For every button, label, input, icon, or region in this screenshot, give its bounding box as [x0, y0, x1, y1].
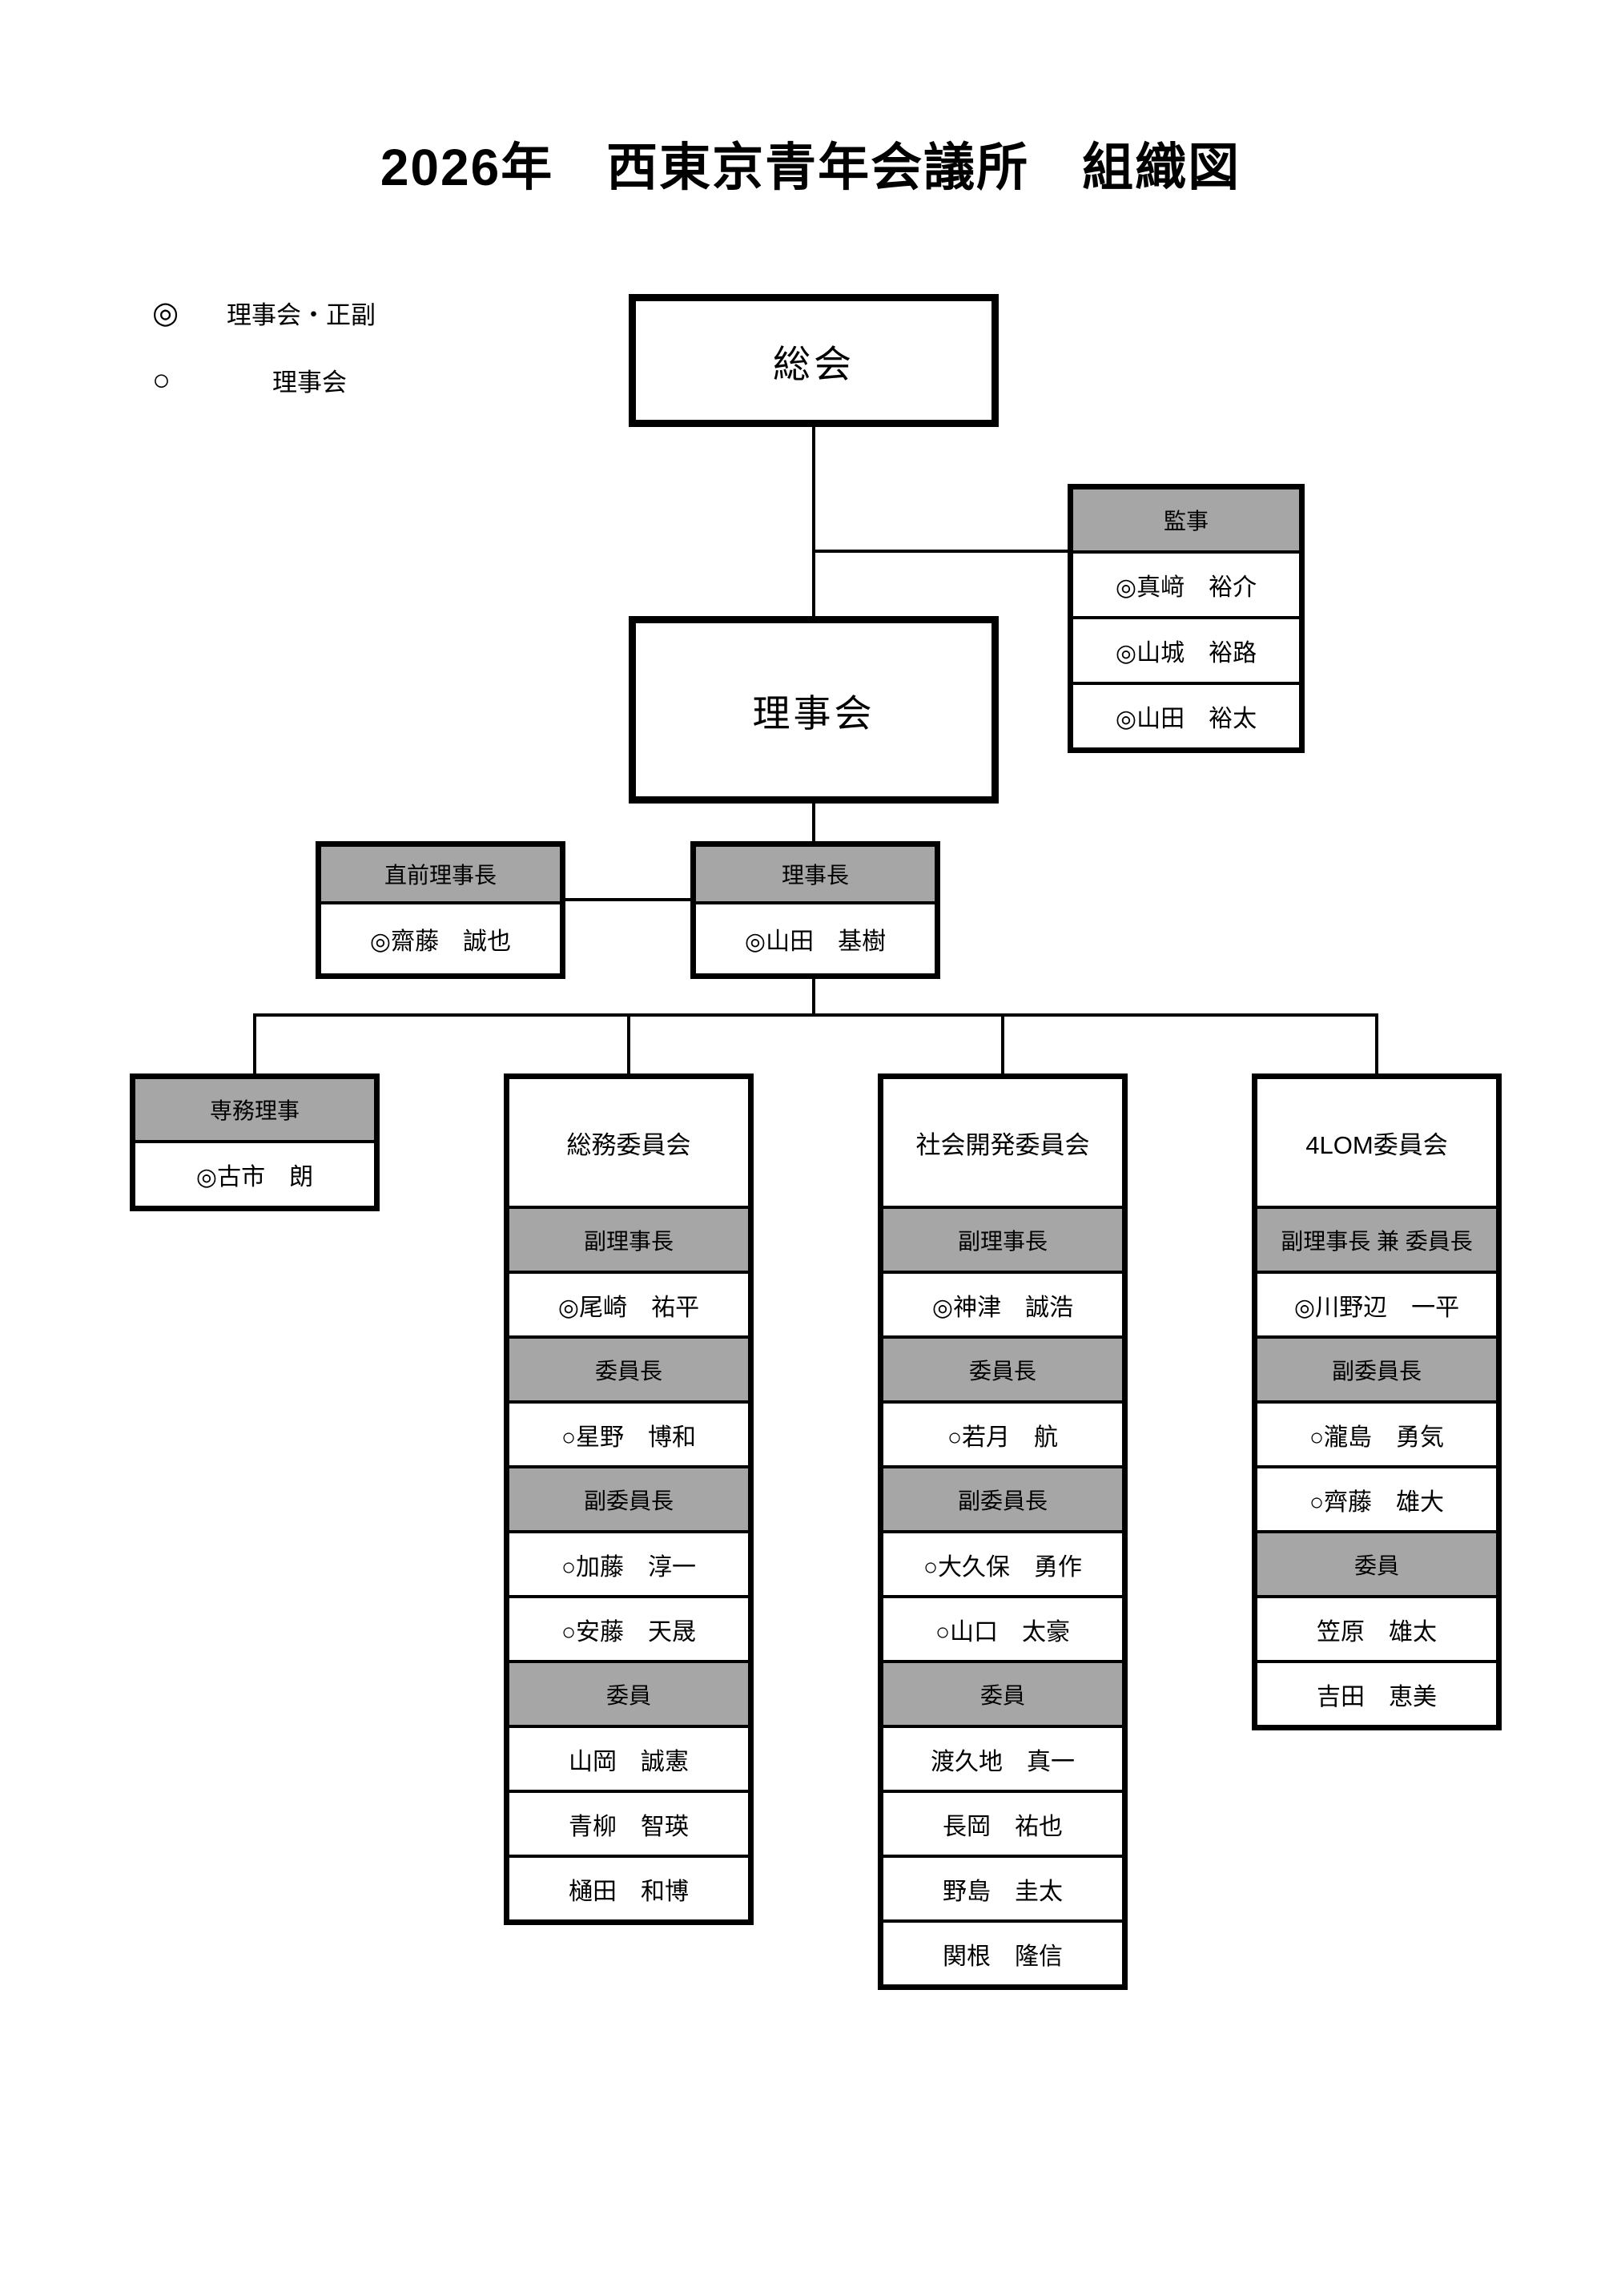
connector-chokuzen-rijicho [565, 898, 690, 901]
executive-director-box: 専務理事 ◎古市 朗 [130, 1073, 380, 1211]
legend-item-board: ○ 理事会 [152, 362, 347, 398]
president-title: 理事長 [696, 847, 935, 901]
member-row: 渡久地 真一 [883, 1725, 1122, 1790]
member-row: 青柳 智瑛 [509, 1790, 748, 1855]
immediate-past-president-box: 直前理事長 ◎齋藤 誠也 [316, 841, 565, 979]
auditor-member: ◎山城 裕路 [1073, 616, 1299, 682]
member-row: ○瀧島 勇気 [1257, 1400, 1496, 1465]
auditors-box: 監事 ◎真﨑 裕介 ◎山城 裕路 ◎山田 裕太 [1068, 484, 1305, 753]
member-row: ○加藤 淳一 [509, 1530, 748, 1595]
member-row: 長岡 祐也 [883, 1790, 1122, 1855]
general-assembly-box: 総会 [629, 294, 999, 427]
member-row: ○若月 航 [883, 1400, 1122, 1465]
executive-director-title: 専務理事 [135, 1079, 374, 1140]
auditor-member: ◎山田 裕太 [1073, 682, 1299, 747]
role-header-row: 副委員長 [509, 1465, 748, 1530]
committee-title: 社会開発委員会 [883, 1079, 1122, 1206]
member-row: ○山口 太豪 [883, 1595, 1122, 1660]
committee-column-4lom: 4LOM委員会 副理事長 兼 委員長 ◎川野辺 一平 副委員長 ○瀧島 勇気 ○… [1252, 1073, 1502, 1730]
connector-rijicho-trunk [812, 974, 815, 1017]
connector-rijikai-rijicho [812, 801, 815, 844]
legend-label: 理事会・正副 [227, 301, 376, 329]
member-row: 山岡 誠憲 [509, 1725, 748, 1790]
member-row: 笠原 雄太 [1257, 1595, 1496, 1660]
legend-item-board-and-officers: ◎ 理事会・正副 [152, 295, 376, 331]
connector-soukai-rijikai [812, 427, 815, 619]
committee-title: 4LOM委員会 [1257, 1079, 1496, 1206]
role-header-row: 副理事長 [883, 1206, 1122, 1271]
member-row: 樋田 和博 [509, 1855, 748, 1919]
connector-kanji-branch [814, 550, 1070, 553]
member-row: ○大久保 勇作 [883, 1530, 1122, 1595]
executive-director-name: ◎古市 朗 [135, 1140, 374, 1206]
member-row: ○齊藤 雄大 [1257, 1465, 1496, 1530]
drop-line-soumu [627, 1013, 630, 1077]
member-row: ◎神津 誠浩 [883, 1271, 1122, 1335]
member-row: ◎川野辺 一平 [1257, 1271, 1496, 1335]
president-box: 理事長 ◎山田 基樹 [690, 841, 940, 979]
immediate-past-president-title: 直前理事長 [321, 847, 560, 901]
legend-label: 理事会 [272, 369, 347, 397]
drop-line-4lom [1375, 1013, 1378, 1077]
member-row: 関根 隆信 [883, 1919, 1122, 1984]
board-of-directors-box: 理事会 [629, 616, 999, 804]
committee-column-shakaikaihatsu: 社会開発委員会 副理事長 ◎神津 誠浩 委員長 ○若月 航 副委員長 ○大久保 … [878, 1073, 1128, 1990]
committee-column-soumu: 総務委員会 副理事長 ◎尾崎 祐平 委員長 ○星野 博和 副委員長 ○加藤 淳一… [504, 1073, 754, 1925]
role-header-row: 委員 [883, 1660, 1122, 1725]
member-row: ◎尾崎 祐平 [509, 1271, 748, 1335]
drop-line-shakaikaihatsu [1001, 1013, 1004, 1077]
double-circle-icon: ◎ [152, 296, 179, 330]
immediate-past-president-name: ◎齋藤 誠也 [321, 901, 560, 973]
drop-line-senmu [253, 1013, 256, 1077]
role-header-row: 委員長 [883, 1335, 1122, 1400]
page-title: 2026年 西東京青年会議所 組織図 [380, 139, 1241, 196]
auditors-title: 監事 [1073, 489, 1299, 550]
president-name: ◎山田 基樹 [696, 901, 935, 973]
auditor-member: ◎真﨑 裕介 [1073, 550, 1299, 616]
role-header-row: 委員 [509, 1660, 748, 1725]
role-header-row: 副委員長 [1257, 1335, 1496, 1400]
distribution-line [253, 1013, 1378, 1017]
member-row: ○安藤 天晟 [509, 1595, 748, 1660]
circle-icon: ○ [152, 363, 171, 397]
role-header-row: 副委員長 [883, 1465, 1122, 1530]
member-row: 野島 圭太 [883, 1855, 1122, 1919]
role-header-row: 副理事長 兼 委員長 [1257, 1206, 1496, 1271]
role-header-row: 委員 [1257, 1530, 1496, 1595]
member-row: 吉田 恵美 [1257, 1660, 1496, 1725]
role-header-row: 委員長 [509, 1335, 748, 1400]
role-header-row: 副理事長 [509, 1206, 748, 1271]
committee-title: 総務委員会 [509, 1079, 748, 1206]
member-row: ○星野 博和 [509, 1400, 748, 1465]
